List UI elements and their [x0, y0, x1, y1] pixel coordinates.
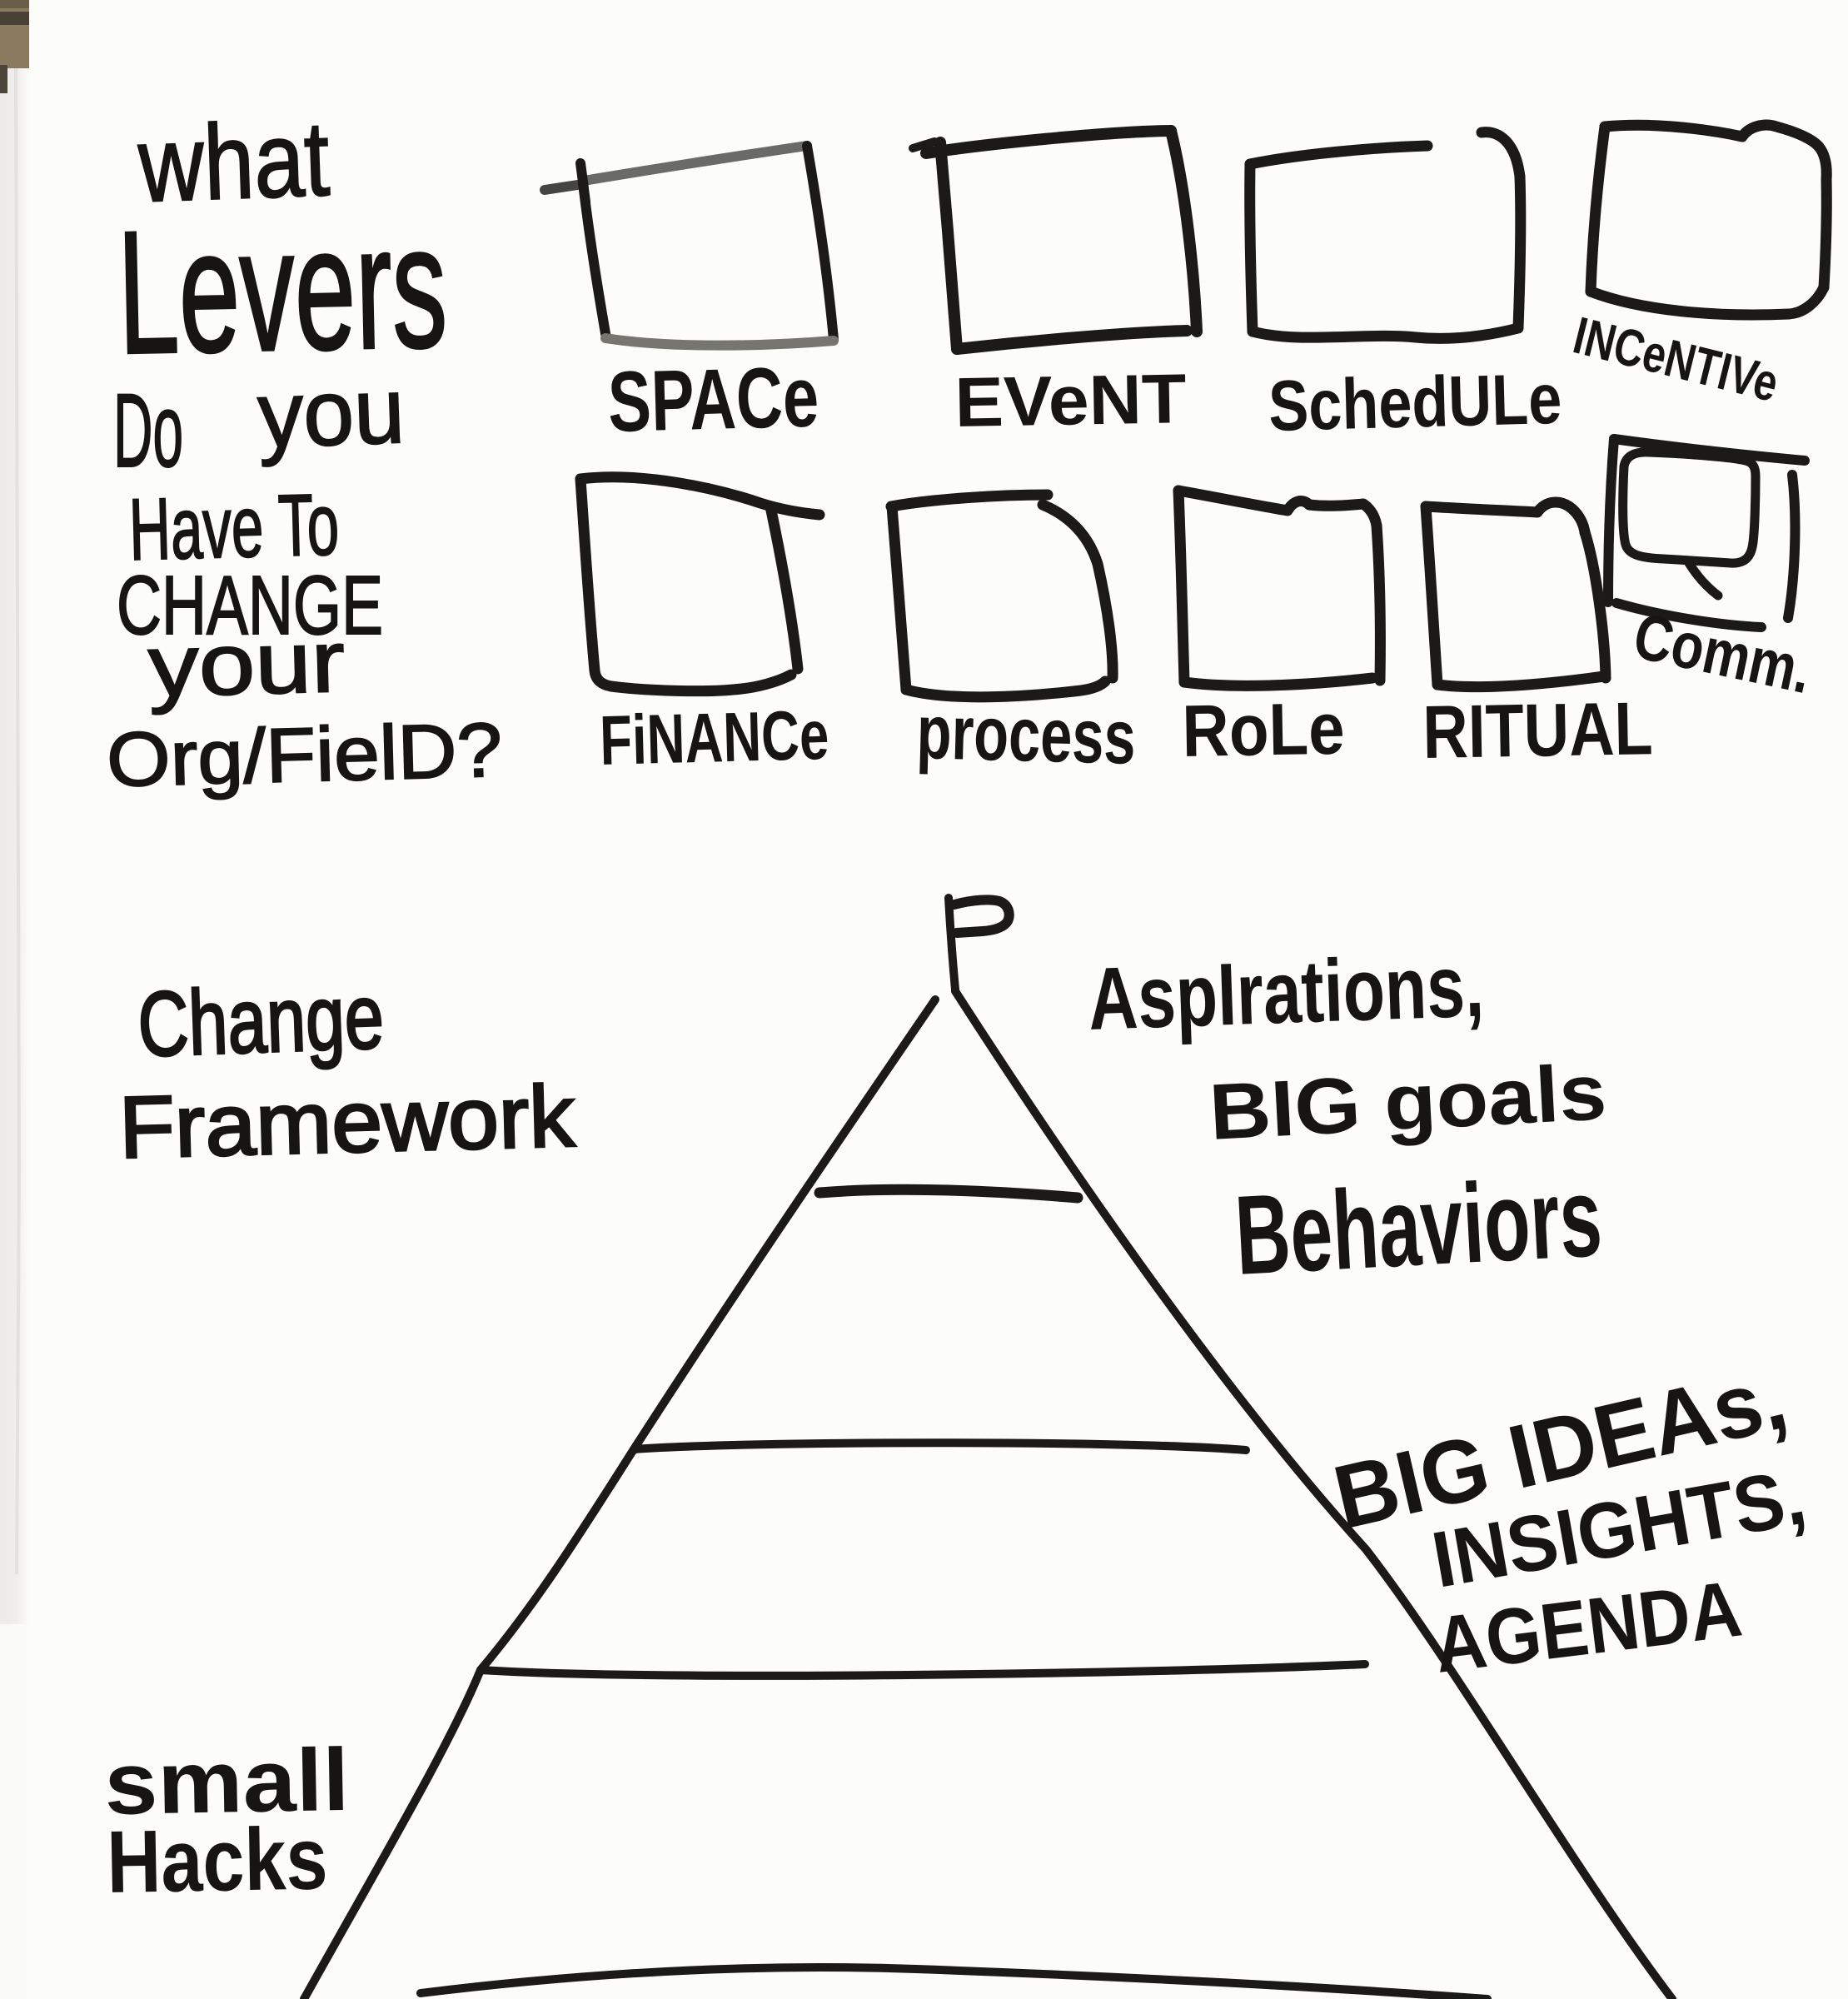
- svg-text:RITUAL: RITUAL: [1422, 687, 1654, 775]
- svg-text:SchedULe: SchedULe: [1268, 359, 1562, 446]
- svg-text:Framework: Framework: [118, 1068, 576, 1177]
- svg-text:EVeNT: EVeNT: [954, 359, 1188, 441]
- svg-text:process: process: [915, 690, 1137, 780]
- svg-text:your: your: [147, 613, 346, 715]
- svg-text:BIG goals: BIG goals: [1208, 1048, 1609, 1157]
- svg-text:CHANGE: CHANGE: [117, 559, 383, 652]
- svg-text:Levers: Levers: [116, 188, 449, 391]
- svg-text:AspIrations,: AspIrations,: [1087, 936, 1486, 1049]
- svg-text:Behaviors: Behaviors: [1233, 1154, 1605, 1299]
- svg-text:you: you: [256, 358, 406, 467]
- svg-text:small: small: [103, 1731, 350, 1833]
- svg-text:Org/FielD?: Org/FielD?: [106, 708, 504, 803]
- svg-text:Do: Do: [113, 373, 183, 489]
- svg-text:FiNANCe: FiNANCe: [599, 695, 829, 780]
- svg-text:RoLe: RoLe: [1182, 687, 1346, 772]
- svg-text:what: what: [136, 99, 331, 225]
- svg-text:Change: Change: [137, 965, 386, 1076]
- svg-text:Hacks: Hacks: [106, 1809, 328, 1912]
- svg-text:Have To: Have To: [128, 476, 341, 579]
- svg-text:SPACe: SPACe: [607, 348, 820, 450]
